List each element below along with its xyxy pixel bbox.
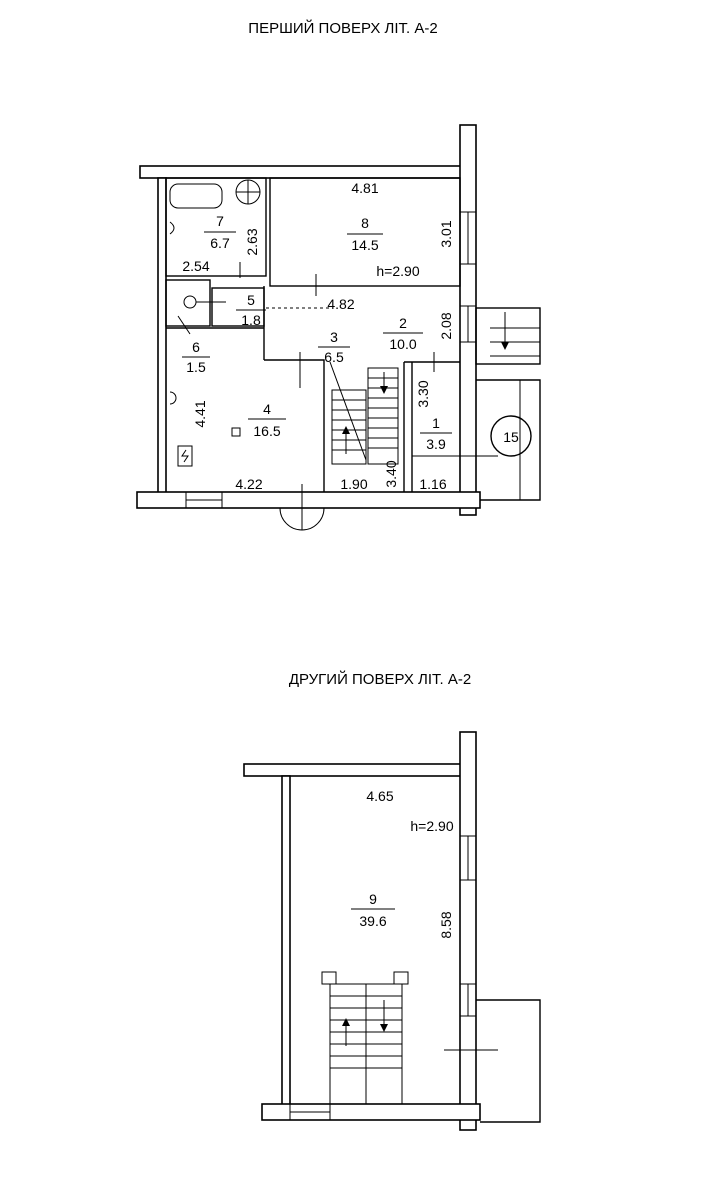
- dim-2-63: 2.63: [244, 228, 260, 255]
- f2-window-right-2: [460, 983, 476, 1017]
- f1-left-wall: [157, 177, 167, 499]
- room-5-number: 5: [247, 292, 255, 308]
- f2-top-wall: [243, 763, 463, 777]
- dim-2-08: 2.08: [438, 312, 454, 339]
- f1-room-7-outline: [165, 177, 267, 277]
- f1-staircase-right: [367, 367, 399, 465]
- dim-8-58: 8.58: [438, 911, 454, 938]
- floor2-plan: [243, 731, 541, 1131]
- f1-room-6-outline: [165, 279, 211, 327]
- room-8-area: 14.5: [351, 237, 378, 253]
- room-5-area: 1.8: [241, 312, 261, 328]
- column-icon: [231, 427, 241, 437]
- room-3-number: 3: [330, 329, 338, 345]
- dim-2-54: 2.54: [182, 258, 209, 274]
- bathtub-icon: [169, 183, 223, 209]
- f2-window-bottom: [289, 1104, 331, 1120]
- f1-staircase-left: [329, 361, 367, 465]
- f2-staircase: [321, 971, 409, 1105]
- room-6-area: 1.5: [186, 359, 206, 375]
- f1-height-label: h=2.90: [376, 263, 419, 279]
- dim-3-40: 3.40: [383, 460, 399, 487]
- room-7-number: 7: [216, 213, 224, 229]
- f1-room-labels: 7 6.7 8 14.5 5 1.8 6 1.5 3 6.5 2 10.0 4 …: [182, 213, 452, 452]
- room-9-number: 9: [369, 891, 377, 907]
- f1-room-8-outline: [269, 177, 461, 287]
- f1-window-right-1: [460, 211, 476, 265]
- room-4-number: 4: [263, 401, 271, 417]
- dim-3-01: 3.01: [438, 220, 454, 247]
- f1-partition-c: [264, 359, 325, 492]
- f1-porch: [475, 307, 541, 501]
- dim-3-30: 3.30: [415, 380, 431, 407]
- floor1-plan: 15: [136, 124, 541, 531]
- f1-window-right-2: [460, 305, 476, 343]
- f2-right-wall: [459, 731, 477, 1131]
- f1-badge: 15: [503, 429, 519, 445]
- floor2-title: ДРУГИЙ ПОВЕРХ ЛІТ. А-2: [289, 670, 471, 688]
- sink-icon: [169, 221, 175, 235]
- dim-4-82: 4.82: [327, 296, 354, 312]
- room-1-area: 3.9: [426, 436, 446, 452]
- f2-room-labels: 9 39.6: [351, 891, 395, 929]
- toilet-icon: [183, 295, 197, 309]
- f2-height-label: h=2.90: [410, 818, 453, 834]
- room-6-number: 6: [192, 339, 200, 355]
- f1-window-bottom: [185, 492, 223, 508]
- room-7-area: 6.7: [210, 235, 230, 251]
- f2-left-wall: [281, 775, 291, 1109]
- washbasin-icon: [169, 391, 177, 405]
- f1-badge-circle: [490, 415, 532, 457]
- electric-panel-icon: [177, 445, 193, 467]
- dim-4-81: 4.81: [351, 180, 378, 196]
- room-2-area: 10.0: [389, 336, 416, 352]
- f2-porch: [476, 999, 541, 1123]
- dim-1-90: 1.90: [340, 476, 367, 492]
- room-1-number: 1: [432, 415, 440, 431]
- f2-window-right-1: [460, 835, 476, 881]
- floor1-title: ПЕРШИЙ ПОВЕРХ ЛІТ. А-2: [248, 19, 437, 37]
- dim-4-22: 4.22: [235, 476, 262, 492]
- dim-4-65: 4.65: [366, 788, 393, 804]
- room-8-number: 8: [361, 215, 369, 231]
- room-4-area: 16.5: [253, 423, 280, 439]
- f1-dimensions: 4.81 3.01 2.63 2.54 4.82 2.08 3.30 4.41 …: [182, 180, 454, 492]
- dim-1-16: 1.16: [419, 476, 446, 492]
- f2-dimensions: 4.65 8.58 h=2.90: [366, 788, 454, 939]
- f1-top-wall: [139, 165, 463, 179]
- room-3-area: 6.5: [324, 349, 344, 365]
- room-9-area: 39.6: [359, 913, 386, 929]
- dim-4-41: 4.41: [192, 400, 208, 427]
- room-2-number: 2: [399, 315, 407, 331]
